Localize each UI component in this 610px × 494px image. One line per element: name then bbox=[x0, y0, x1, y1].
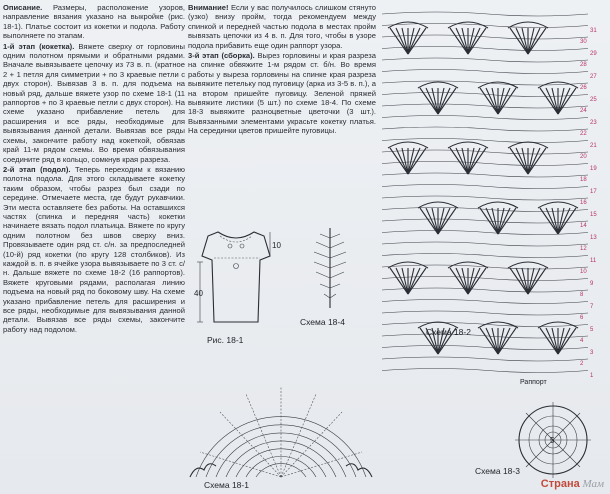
hem-stitch-row bbox=[381, 218, 589, 224]
paragraph-stage-1: 1-й этап (кокетка). Вяжете сверху от гор… bbox=[3, 41, 185, 164]
hem-stitch-row bbox=[381, 368, 589, 373]
hem-fan-motif bbox=[477, 201, 519, 235]
hem-row-number: 16 bbox=[580, 200, 587, 206]
hem-row-number: 26 bbox=[580, 85, 587, 91]
hem-fan-motif bbox=[537, 201, 579, 235]
hem-row-number: 19 bbox=[590, 166, 597, 172]
hem-stitch-row bbox=[381, 138, 589, 143]
hem-row-number: 11 bbox=[590, 258, 597, 264]
hem-stitch-row bbox=[381, 310, 589, 316]
hem-fan-motif bbox=[507, 141, 549, 175]
hem-stitch-row bbox=[381, 299, 589, 304]
hem-stitch-row bbox=[381, 276, 589, 281]
paragraph-stage-2: 2-й этап (подол). Теперь переходим к вяз… bbox=[3, 164, 185, 334]
hem-row-number: 6 bbox=[580, 315, 584, 321]
hem-fan-motif bbox=[507, 21, 549, 55]
hem-stitch-row bbox=[381, 195, 589, 201]
hem-row-number: 17 bbox=[590, 189, 597, 195]
instructions-left-column: Описание. Размеры, расположение узоров, … bbox=[3, 3, 185, 491]
dress-outline-figure: 40 10 bbox=[194, 231, 281, 323]
hem-stitch-row bbox=[381, 264, 589, 270]
caption-fig-18-1: Рис. 18-1 bbox=[207, 335, 244, 345]
instructions-mid-column: Внимание! Если у вас получилось слишком … bbox=[188, 3, 376, 230]
hem-row-number: 27 bbox=[590, 74, 597, 80]
hem-stitch-row bbox=[381, 115, 589, 120]
hem-row-number: 31 bbox=[590, 28, 597, 34]
hem-row-number: 21 bbox=[590, 143, 597, 149]
hem-stitch-row bbox=[381, 149, 589, 155]
caption-schema-18-3: Схема 18-3 bbox=[475, 466, 520, 476]
hem-row-number: 24 bbox=[580, 108, 587, 114]
paragraph-stage-3: 3-й этап (сборка). Вырез горловины и кра… bbox=[188, 51, 376, 136]
hem-schema-figure: 3129272523211917151311975313028262422201… bbox=[381, 11, 597, 379]
hem-fan-motif bbox=[537, 81, 579, 115]
hem-row-number: 20 bbox=[580, 154, 587, 160]
dim-label-40: 40 bbox=[194, 289, 203, 298]
caption-schema-18-2: Схема 18-2 bbox=[426, 327, 471, 337]
hem-row-number: 4 bbox=[580, 338, 584, 344]
hem-stitch-row bbox=[381, 46, 589, 51]
caption-schema-18-1: Схема 18-1 bbox=[204, 480, 249, 490]
hem-row-number: 23 bbox=[590, 120, 597, 126]
hem-row-number: 1 bbox=[590, 373, 594, 379]
hem-fan-motif bbox=[447, 21, 489, 55]
hem-row-number: 8 bbox=[580, 292, 584, 298]
hem-row-number: 5 bbox=[590, 327, 594, 333]
hem-row-number: 22 bbox=[580, 131, 587, 137]
hem-stitch-row bbox=[381, 184, 589, 189]
hem-fan-motif bbox=[447, 141, 489, 175]
hem-row-number: 30 bbox=[580, 39, 587, 45]
caption-schema-18-4: Схема 18-4 bbox=[300, 317, 345, 327]
hem-fan-motif bbox=[447, 261, 489, 295]
hem-stitch-row bbox=[381, 287, 589, 293]
hem-stitch-row bbox=[381, 161, 589, 166]
hem-stitch-row bbox=[381, 23, 589, 28]
dim-label-10: 10 bbox=[272, 241, 281, 250]
hem-row-number: 13 bbox=[590, 235, 597, 241]
watermark-logo: Страна Мам bbox=[540, 478, 604, 490]
paragraph-attention: Внимание! Если у вас получилось слишком … bbox=[188, 3, 376, 50]
hem-stitch-row bbox=[381, 103, 589, 109]
hem-row-number: 7 bbox=[590, 304, 594, 310]
hem-fan-motif bbox=[507, 261, 549, 295]
hem-stitch-row bbox=[381, 34, 589, 40]
hem-row-number: 29 bbox=[590, 51, 597, 57]
hem-fan-motif bbox=[387, 21, 429, 55]
hem-stitch-row bbox=[381, 253, 589, 258]
hem-fan-motif bbox=[417, 321, 459, 355]
hem-row-number: 9 bbox=[590, 281, 594, 287]
hem-stitch-row bbox=[381, 241, 589, 247]
flower-center-label: 5 bbox=[550, 436, 555, 445]
flower-schema-figure: 5 bbox=[515, 402, 591, 478]
hem-stitch-row bbox=[381, 69, 589, 74]
caption-rapport: Раппорт bbox=[520, 379, 547, 386]
paragraph-description: Описание. Размеры, расположение узоров, … bbox=[3, 3, 185, 41]
hem-stitch-row bbox=[381, 126, 589, 132]
yoke-schema-figure bbox=[189, 387, 373, 478]
hem-fan-motif bbox=[417, 81, 459, 115]
hem-row-number: 28 bbox=[580, 62, 587, 68]
hem-row-number: 10 bbox=[580, 269, 587, 275]
hem-stitch-row bbox=[381, 322, 589, 327]
hem-stitch-row bbox=[381, 11, 589, 17]
hem-row-number: 14 bbox=[580, 223, 587, 229]
leaf-schema-figure bbox=[313, 228, 347, 308]
hem-row-number: 25 bbox=[590, 97, 597, 103]
hem-row-number: 2 bbox=[580, 361, 584, 367]
hem-fan-motif bbox=[387, 141, 429, 175]
hem-fan-motif bbox=[417, 201, 459, 235]
hem-row-number: 15 bbox=[590, 212, 597, 218]
hem-row-number: 18 bbox=[580, 177, 587, 183]
hem-row-number: 3 bbox=[590, 350, 594, 356]
hem-fan-motif bbox=[537, 321, 579, 355]
hem-fan-motif bbox=[387, 261, 429, 295]
hem-stitch-row bbox=[381, 207, 589, 212]
hem-stitch-row bbox=[381, 57, 589, 63]
hem-stitch-row bbox=[381, 172, 589, 178]
hem-fan-motif bbox=[477, 81, 519, 115]
hem-fan-motif bbox=[477, 321, 519, 355]
hem-stitch-row bbox=[381, 356, 589, 362]
hem-row-number: 12 bbox=[580, 246, 587, 252]
